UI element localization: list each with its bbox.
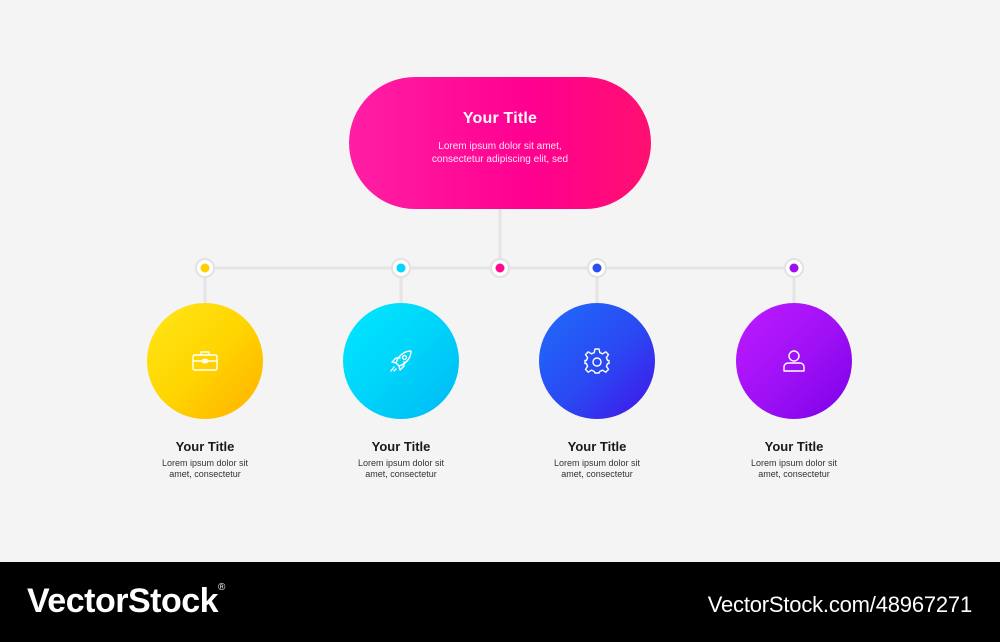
node-dot-4 <box>784 258 804 278</box>
briefcase-icon <box>192 351 218 371</box>
root-description-line-1: Lorem ipsum dolor sit amet, <box>438 141 562 152</box>
root-description-line-2: consectetur adipiscing elit, sed <box>431 154 569 165</box>
node-dot-1 <box>195 258 215 278</box>
root-dot <box>490 258 510 278</box>
child-title-2: Your Title <box>371 439 431 454</box>
child-description-3: Lorem ipsum dolor sit amet, consectetur <box>517 458 677 480</box>
connector-lines <box>195 209 804 305</box>
watermark-banner: VectorStock® VectorStock.com/48967271 <box>0 562 1000 642</box>
watermark-brand-text: VectorStock <box>27 582 219 620</box>
child-description-1: Lorem ipsum dolor sit amet, consectetur <box>125 458 285 480</box>
root-node: Your Title Lorem ipsum dolor sit amet, c… <box>349 77 651 209</box>
root-title: Your Title <box>462 110 538 127</box>
child-title-3: Your Title <box>567 439 627 454</box>
watermark-brand: VectorStock® <box>27 582 225 621</box>
watermark-id: VectorStock.com/48967271 <box>707 592 972 617</box>
node-dot-2 <box>391 258 411 278</box>
child-node-1 <box>147 303 263 419</box>
child-node-4 <box>736 303 852 419</box>
child-description-4-line-1: Lorem ipsum dolor sit <box>750 458 838 468</box>
child-node-3 <box>539 303 655 419</box>
child-title-1: Your Title <box>175 439 235 454</box>
child-description-2: Lorem ipsum dolor sit amet, consectetur <box>321 458 481 480</box>
child-description-2-line-2: amet, consectetur <box>365 469 437 479</box>
node-dot-3 <box>587 258 607 278</box>
child-description-1-line-1: Lorem ipsum dolor sit <box>161 458 249 468</box>
child-description-3-line-2: amet, consectetur <box>561 469 633 479</box>
child-title-4: Your Title <box>764 439 824 454</box>
child-node-2 <box>343 303 459 419</box>
child-description-2-line-1: Lorem ipsum dolor sit <box>357 458 445 468</box>
registered-mark: ® <box>218 582 225 593</box>
gear-icon <box>584 348 610 374</box>
infographic-diagram: Your Title Lorem ipsum dolor sit amet, c… <box>125 77 874 480</box>
root-description: Lorem ipsum dolor sit amet, consectetur … <box>409 140 591 166</box>
child-description-1-line-2: amet, consectetur <box>169 469 241 479</box>
user-icon <box>783 350 805 372</box>
child-description-3-line-1: Lorem ipsum dolor sit <box>553 458 641 468</box>
rocket-icon <box>390 350 412 372</box>
child-description-4-line-2: amet, consectetur <box>758 469 830 479</box>
child-description-4: Lorem ipsum dolor sit amet, consectetur <box>714 458 874 480</box>
